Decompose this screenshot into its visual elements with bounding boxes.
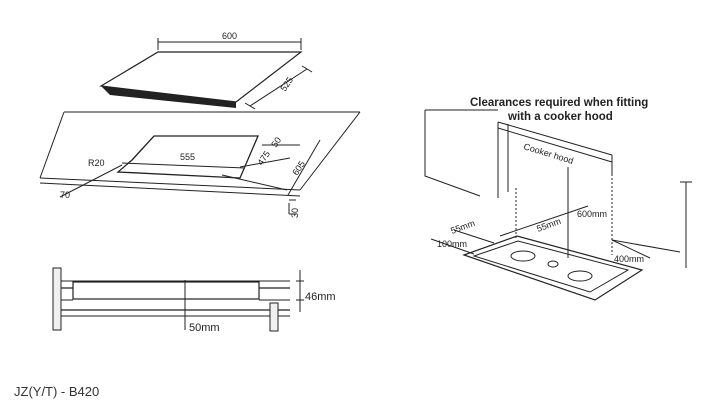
hob-width-label: 600: [222, 31, 237, 41]
section-clearance-label: 50mm: [189, 322, 220, 334]
hob-top-view: [99, 38, 313, 110]
hood-height-label: 600mm: [577, 209, 607, 219]
cutout-width-label: 555: [180, 152, 195, 162]
rear-gap-label: 50: [269, 135, 283, 149]
hood-clearance-view: [424, 109, 692, 301]
wall-height-label: 400mm: [614, 254, 644, 264]
hood-heading-line1: Clearances required when fitting: [470, 97, 648, 109]
side-clearance-right-label: 55mm: [535, 216, 562, 234]
section-view: [52, 267, 304, 332]
section-height-label: 46mm: [305, 291, 336, 303]
model-number: JZ(Y/T) - B420: [14, 384, 100, 399]
corner-radius-label: R20: [88, 158, 105, 168]
worktop-depth-label: 605: [290, 159, 307, 177]
hob-depth-label: 525: [278, 75, 295, 93]
cutout-depth-label: 475: [255, 149, 272, 167]
hood-label: Cooker hood: [522, 141, 574, 166]
front-gap-label: 70: [60, 190, 70, 200]
worktop-thickness-label: 30: [290, 208, 300, 218]
hood-heading-line2: with a cooker hood: [507, 111, 613, 123]
rear-clearance-label: 100mm: [437, 239, 467, 249]
worktop-cutout-view: [39, 111, 361, 215]
